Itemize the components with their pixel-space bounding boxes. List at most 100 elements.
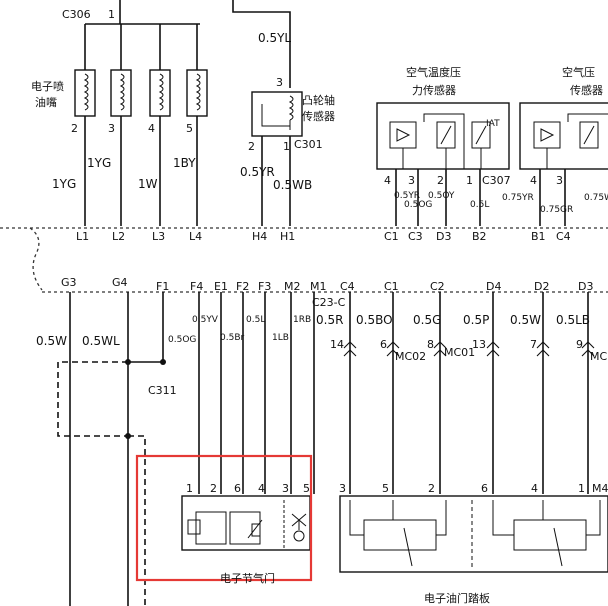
mc-pin: 8 [427, 338, 434, 351]
connector-mc-right: MC [590, 350, 607, 363]
terminal-label: M2 [284, 280, 301, 293]
cam-pin: 2 [248, 140, 255, 153]
throttle-wires: 0.5YV 0.5Br 0.5L 1LB 1RB C23-C 0.5R [192, 292, 346, 494]
throttle-pin: 1 [186, 482, 193, 495]
mc-pin: 9 [576, 338, 583, 351]
cam-sensor-group: 0.5YL 3 凸轮轴 传感器 2 1 C301 0.5YR 0.5WB [232, 0, 335, 226]
terminal-label: H4 [252, 230, 267, 243]
wire-label: 1YG [87, 156, 111, 170]
pedal-pin: 6 [481, 482, 488, 495]
wire-label: 0.5OG [168, 335, 196, 345]
wire-label: 0.5W [36, 334, 67, 348]
terminal-label: H1 [280, 230, 295, 243]
wire-label: 0.5P [463, 313, 489, 327]
splice-dot [160, 359, 166, 365]
map-pin: 1 [466, 174, 473, 187]
wire-label: 0.5L [470, 200, 489, 210]
terminal-label: L3 [152, 230, 165, 243]
terminal-label: D3 [436, 230, 451, 243]
connector-c301: C301 [294, 138, 323, 151]
terminal-label: D2 [534, 280, 549, 293]
connector-c307: C307 [482, 174, 511, 187]
upper-connector-row: L1 L2 L3 L4 H4 H1 C1 C3 D3 B2 B1 C4 [0, 227, 608, 291]
connector-c23: C23-C [312, 296, 346, 309]
terminal-label: M1 [310, 280, 327, 293]
map-sensor2-group: 空气压 传感器 4 3 0.75YR 0.75GR 0.75W [502, 65, 608, 226]
map-pin: 2 [437, 174, 444, 187]
wire-label: 0.5W [510, 313, 541, 327]
throttle-pin: 4 [258, 482, 265, 495]
electronic-throttle: 1 2 6 4 3 5 电子节气门 [135, 454, 313, 585]
pedal-pin: 4 [531, 482, 538, 495]
terminal-label: C2 [430, 280, 445, 293]
wire-label: 0.5WL [82, 334, 120, 348]
pedal-body [339, 495, 608, 573]
wire-label: 0.5YR [240, 165, 275, 179]
wire-label: 0.5YR [394, 191, 420, 201]
electronic-pedal: 3 5 2 6 4 1 M4 电子油门踏板 [339, 482, 608, 605]
terminal-label: B2 [472, 230, 487, 243]
wire-label: 1YG [52, 177, 76, 191]
mc-pin: 6 [380, 338, 387, 351]
wire-label: 0.5BO [356, 313, 393, 327]
lower-connector-row: G3 G4 F1 F4 E1 F2 F3 M2 M1 C4 C1 C2 D4 D… [42, 276, 608, 293]
terminal-label: F4 [190, 280, 203, 293]
map-pin: 3 [408, 174, 415, 187]
wire-label: 0.5L [246, 315, 265, 325]
pedal-pin: 5 [382, 482, 389, 495]
wire-label: 0.5OY [428, 191, 455, 201]
terminal-label: L2 [112, 230, 125, 243]
wire-label: 0.5G [413, 313, 441, 327]
map-sensor2-label-line2: 传感器 [570, 84, 603, 97]
wire-label: 0.5LB [556, 313, 590, 327]
terminal-label: F2 [236, 280, 249, 293]
terminal-label: G4 [112, 276, 128, 289]
map-pin: 4 [384, 174, 391, 187]
injector-coil-4 [186, 69, 208, 117]
injector-label-line2: 油嘴 [35, 95, 57, 109]
pedal-label: 电子油门踏板 [424, 591, 490, 605]
mc-pin: 14 [330, 338, 344, 351]
throttle-pin: 3 [282, 482, 289, 495]
wire-label: 1LB [272, 333, 289, 343]
terminal-label: C4 [556, 230, 571, 243]
pedal-pin: M4 [592, 482, 608, 495]
wire-label: 1W [138, 177, 158, 191]
cam-pin: 3 [276, 76, 283, 89]
terminal-label: B1 [531, 230, 546, 243]
terminal-label: C3 [408, 230, 423, 243]
connector-c311: C311 [148, 384, 177, 397]
pedal-pin: 2 [428, 482, 435, 495]
injector-coil-3 [149, 69, 171, 117]
c306-pin: 1 [108, 8, 115, 21]
connector-mc01: MC01 [444, 346, 475, 359]
terminal-label: D4 [486, 280, 501, 293]
terminal-label: L4 [189, 230, 202, 243]
injector-pin: 3 [108, 122, 115, 135]
cam-sensor-box [251, 91, 303, 137]
injector-pin: 5 [186, 122, 193, 135]
mc-pin: 7 [530, 338, 537, 351]
connector-mc02: MC02 [395, 350, 426, 363]
iat-label: IAT [486, 119, 500, 129]
pedal-wires: 0.5BO 0.5G 0.5P 0.5W 0.5LB 14 6 8 13 7 9… [330, 292, 607, 494]
wire-label: 0.5YV [192, 315, 219, 325]
injector-group: C306 1 电子喷 油嘴 2 3 4 5 [31, 0, 208, 226]
pedal-pin: 1 [578, 482, 585, 495]
injector-pin: 2 [71, 122, 78, 135]
terminal-label: C1 [384, 230, 399, 243]
injector-coil-1 [74, 69, 96, 117]
throttle-pin: 2 [210, 482, 217, 495]
throttle-pin: 6 [234, 482, 241, 495]
wire-label: 0.5R [316, 313, 343, 327]
terminal-label: D3 [578, 280, 593, 293]
map-sensor2-label-line1: 空气压 [562, 65, 595, 79]
map-sensor-label: 空气温度压 力传感器 [406, 65, 465, 97]
wire-label: 0.75W [584, 193, 608, 203]
terminal-label: C1 [384, 280, 399, 293]
terminal-label: E1 [214, 280, 228, 293]
throttle-label: 电子节气门 [220, 571, 275, 585]
terminal-label: F3 [258, 280, 271, 293]
wire-label: 1RB [293, 315, 311, 325]
throttle-body [181, 495, 311, 551]
